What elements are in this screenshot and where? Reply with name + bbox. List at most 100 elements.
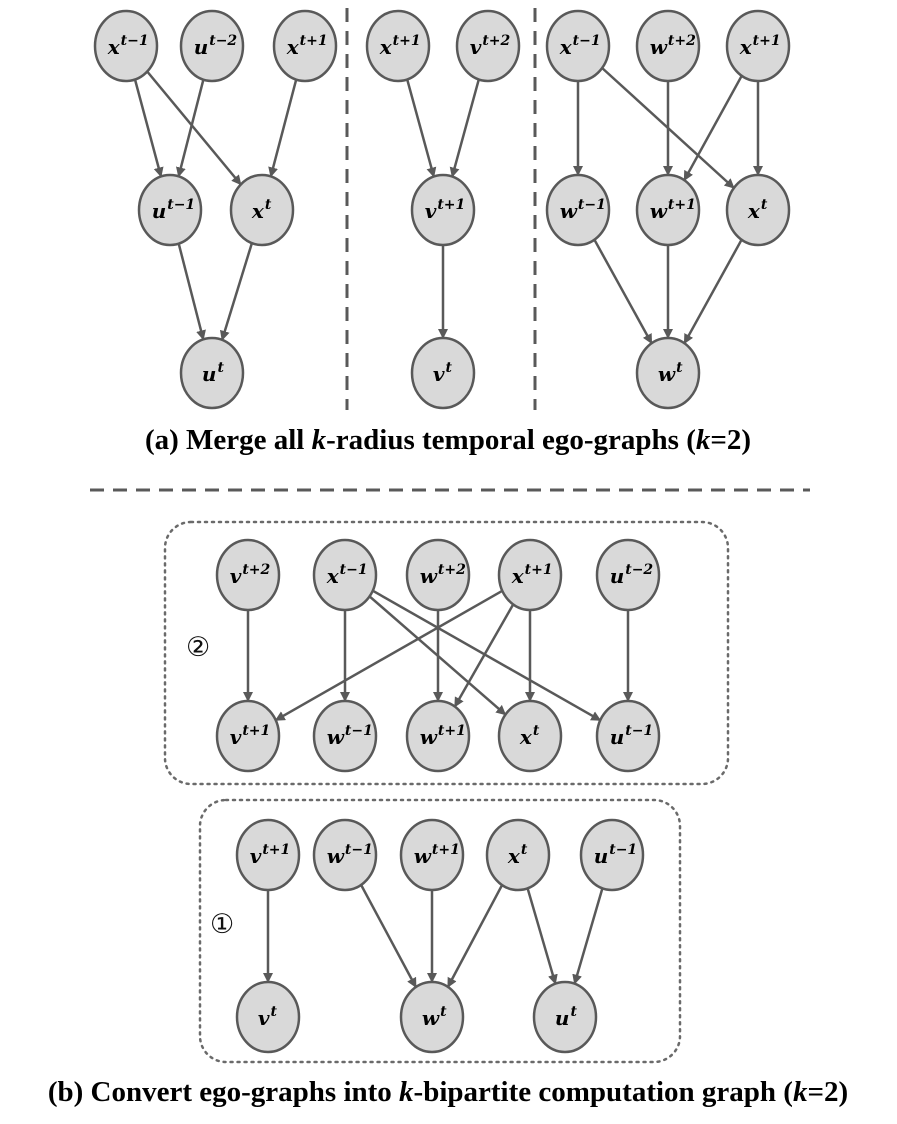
node-base-symbol: x [379,35,393,59]
node-b2-w-tm1: wt−1 [312,699,378,773]
node-base-symbol: v [250,844,262,868]
node-circle [235,818,301,892]
node-label: wt+1 [414,842,460,868]
layer-2-marker: ② [186,632,210,663]
edge-b1-u-tm1-to-b1-u-t [572,887,604,985]
node-label: ut−1 [594,842,638,868]
node-b2-u-tm2: ut−2 [595,538,661,612]
node-base-symbol: u [152,199,167,223]
layer-1-box [198,798,682,1064]
edge-a-v-v-tp2-to-a-v-v-tp1 [449,79,481,178]
node-superscript: t+2 [482,33,510,49]
node-base-symbol: w [327,844,345,868]
edge-a-u-x-t-to-a-u-u-t [219,242,254,341]
node-circle [532,980,598,1054]
node-superscript: t+1 [262,842,290,858]
node-label: wt [658,360,683,386]
node-base-symbol: v [230,725,242,749]
node-circle [579,818,645,892]
caption-panel-a: (a) Merge all k-radius temporal ego-grap… [145,424,751,456]
node-circle [272,9,338,83]
node-circle [312,538,378,612]
node-b2-v-tp1: vt+1 [215,699,281,773]
node-superscript: t−1 [167,197,195,213]
node-a-v-x-tp1: xt+1 [365,9,431,83]
node-circle [405,538,471,612]
caption-panel-b: (b) Convert ego-graphs into k-bipartite … [48,1076,848,1108]
caption-segment: (a) Merge all [145,424,312,456]
edge-b1-w-tm1-to-b1-w-t [359,884,418,988]
node-b2-w-tp2: wt+2 [405,538,471,612]
node-label: vt+1 [425,197,466,223]
edge-a-u-x-tp1-to-a-u-x-t [268,79,298,178]
node-base-symbol: v [230,564,242,588]
caption-segment: k [399,1076,414,1108]
node-superscript: t+1 [432,842,460,858]
node-label: wt−1 [327,723,373,749]
node-circle [312,699,378,773]
edge-a-w-x-tp1-to-a-w-w-tp1 [683,75,743,182]
node-label: vt+2 [470,33,511,59]
node-superscript: t+2 [438,562,466,578]
node-base-symbol: v [433,362,445,386]
node-base-symbol: w [414,844,432,868]
node-superscript: t−1 [345,723,373,739]
node-superscript: t+1 [753,33,781,49]
node-base-symbol: w [420,564,438,588]
node-label: xt [251,197,272,223]
node-label: xt−1 [107,33,149,59]
node-superscript: t−1 [121,33,149,49]
caption-segment: =2) [807,1076,848,1108]
node-circle [545,9,611,83]
node-superscript: t+1 [242,723,270,739]
node-superscript: t [265,197,272,213]
node-b2-x-tp1: xt+1 [497,538,563,612]
node-base-symbol: u [555,1006,570,1030]
node-superscript: t+1 [300,33,328,49]
node-a-v-v-tp2: vt+2 [455,9,521,83]
node-a-w-w-tp2: wt+2 [635,9,701,83]
node-a-u-u-t: ut [179,336,245,410]
node-base-symbol: x [559,35,573,59]
node-circle [137,173,203,247]
node-label: vt [433,360,453,386]
edge-b1-x-t-to-b1-w-t [446,884,504,988]
caption-segment: -radius temporal ego-graphs ( [326,424,696,456]
node-circle [595,699,661,773]
node-label: ut [555,1004,578,1030]
node-b1-w-tm1: wt−1 [312,818,378,892]
edge-a-v-x-tp1-to-a-v-v-tp1 [405,79,437,178]
node-b2-v-tp2: vt+2 [215,538,281,612]
node-label: xt+1 [739,33,781,59]
node-label: wt+2 [650,33,696,59]
node-b2-w-tp1: wt+1 [405,699,471,773]
edges-layer [133,67,763,988]
node-superscript: t [533,723,540,739]
caption-segment: k [312,424,327,456]
edge-b2-x-tp1-to-b2-v-tp1 [274,589,503,722]
node-base-symbol: u [610,725,625,749]
node-circle [725,173,791,247]
layer-2-box [163,520,730,786]
node-label: wt+1 [650,197,696,223]
node-label: xt [507,842,528,868]
node-b1-u-t: ut [532,980,598,1054]
node-b2-u-tm1: ut−1 [595,699,661,773]
node-a-w-x-tp1: xt+1 [725,9,791,83]
node-base-symbol: x [739,35,753,59]
node-superscript: t−2 [625,562,653,578]
node-circle [399,980,465,1054]
node-label: ut [202,360,225,386]
node-a-u-u-tm1: ut−1 [137,173,203,247]
node-a-u-x-t: xt [229,173,295,247]
node-b1-x-t: xt [485,818,551,892]
node-circle [93,9,159,83]
caption-segment: (b) Convert ego-graphs into [48,1076,399,1108]
node-circle [215,699,281,773]
node-a-w-w-tp1: wt+1 [635,173,701,247]
node-label: ut−2 [610,562,654,588]
node-base-symbol: u [610,564,625,588]
node-label: ut−2 [194,33,238,59]
node-superscript: t−1 [625,723,653,739]
